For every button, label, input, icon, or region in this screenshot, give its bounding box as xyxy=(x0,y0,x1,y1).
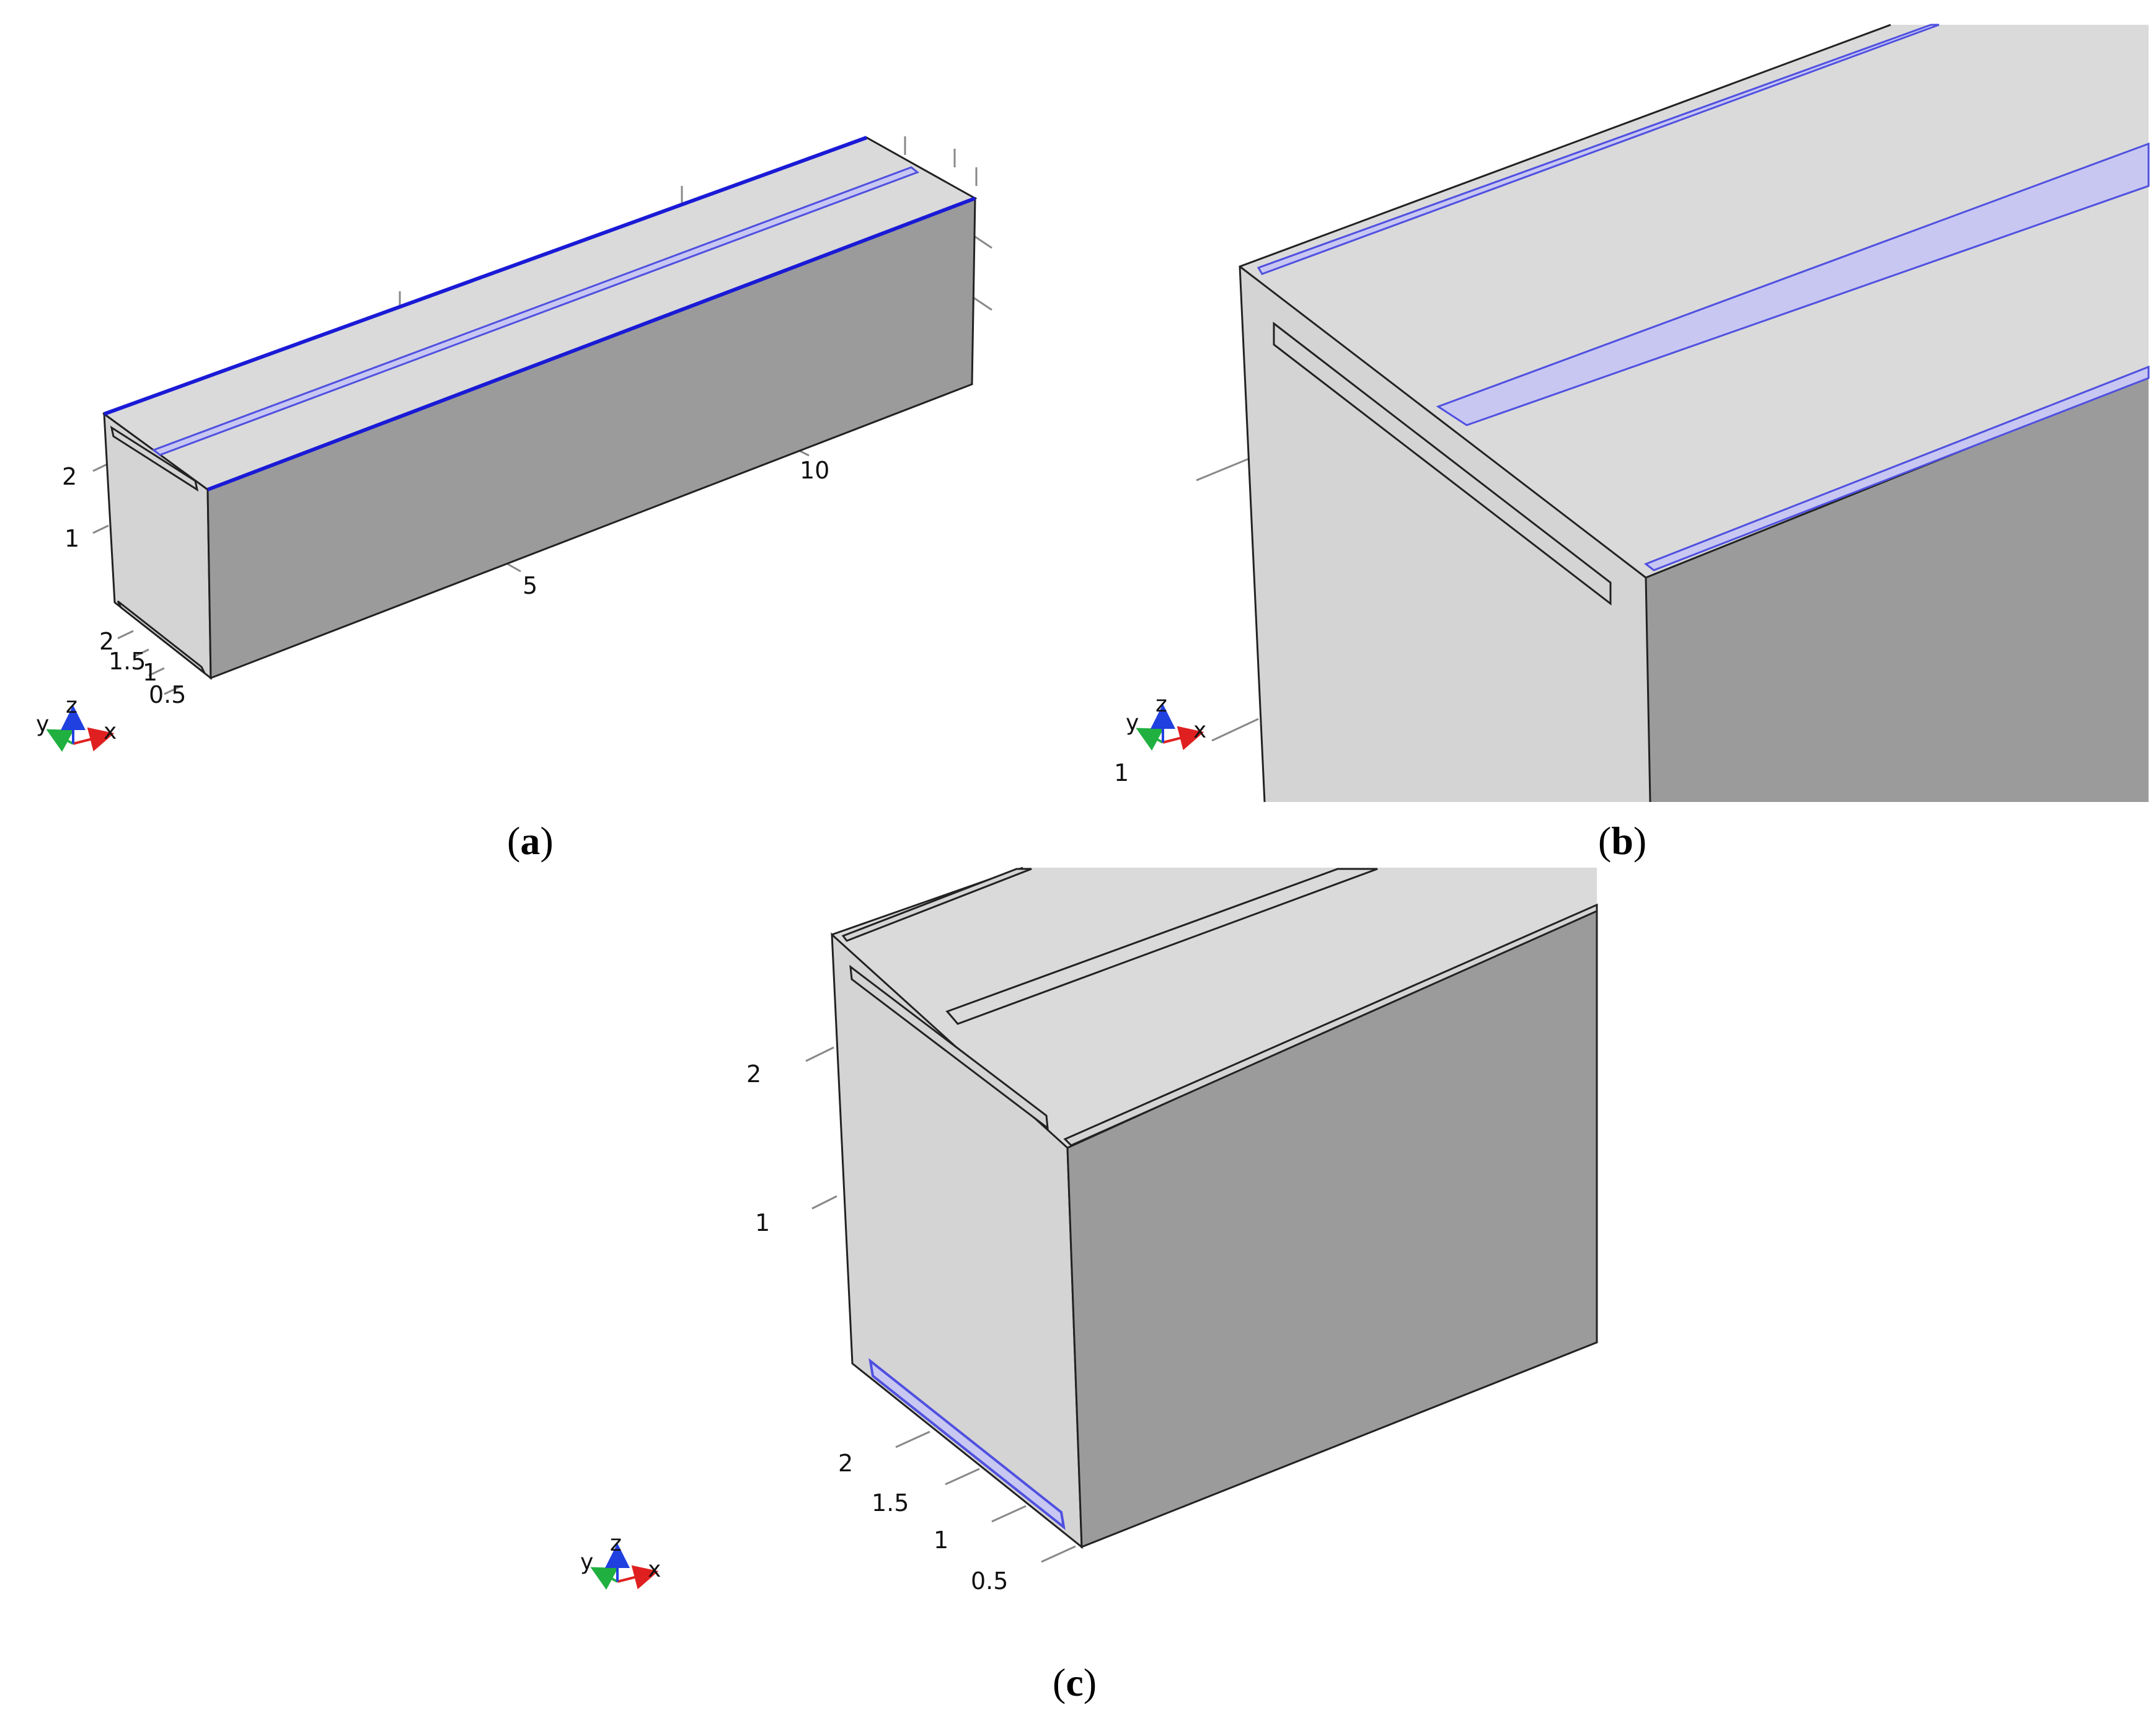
panel-c-tick-z-2: 2 xyxy=(746,1060,761,1088)
beam-b-highlight-strip-back xyxy=(1257,24,1940,275)
beam-c-front-slot-top xyxy=(849,964,1049,1130)
panel-b-caption: (b) xyxy=(1598,819,1646,863)
beam-b-front-slot xyxy=(1273,321,1612,606)
panel-a-tick-y-1: 1 xyxy=(143,659,157,686)
panel-c-axis-x-label: x xyxy=(648,1557,661,1582)
beam-b-front-top-edge xyxy=(1239,265,1646,579)
panel-a-ticks xyxy=(92,136,992,695)
panel-a-tick-y-0-5: 0.5 xyxy=(149,681,186,708)
panel-c-tick-y-1-5: 1.5 xyxy=(872,1489,909,1517)
panel-c-tick-z-1: 1 xyxy=(755,1209,770,1236)
panel-a-tick-z-1: 1 xyxy=(64,525,79,552)
panel-c-axis-z-label: z xyxy=(610,1531,622,1556)
beam-b-front-face xyxy=(1240,267,1650,802)
panel-b: 1 x y z (b) xyxy=(1114,24,2150,863)
beam-c-front-slot-bottom-highlight xyxy=(868,1358,1066,1530)
panel-a-tick-x-10: 10 xyxy=(800,457,829,484)
panel-a-axis-x-label: x xyxy=(104,719,117,744)
beam-c-top-slot-front xyxy=(1063,903,1598,1147)
beam-b-top-face xyxy=(1240,25,2149,578)
panel-a-tick-y-2: 2 xyxy=(99,628,114,655)
beam-b-highlight-strip-front xyxy=(1643,365,2150,571)
panel-c-axis-y-label: y xyxy=(580,1549,593,1575)
beam-a-highlight-strip xyxy=(151,166,920,456)
panel-b-ticks xyxy=(1196,457,1259,742)
beam-a-highlight-edge-top xyxy=(103,136,868,416)
panel-b-tick-z-1: 1 xyxy=(1114,759,1129,786)
panel-c: 2 1 2 1.5 1 0.5 x y z (c) xyxy=(580,866,1598,1704)
panel-a-tick-y-1-5: 1.5 xyxy=(108,648,146,675)
panel-a-axis-y-label: y xyxy=(36,711,49,737)
panel-a-tick-z-2: 2 xyxy=(62,463,77,490)
panel-a-caption: (a) xyxy=(507,819,554,863)
panel-c-axis-triad: x y z xyxy=(580,1531,661,1590)
panel-c-tick-y-0-5: 0.5 xyxy=(971,1567,1008,1595)
beam-b-side-face xyxy=(1646,376,2149,802)
panel-a-tick-x-5: 5 xyxy=(523,572,537,599)
beam-c-top-face xyxy=(832,868,1597,1148)
panel-b-axis-triad: x y z xyxy=(1126,692,1206,751)
panel-a-axis-z-label: z xyxy=(66,693,77,718)
panel-b-axis-x-label: x xyxy=(1193,718,1206,743)
panel-c-tick-y-2: 2 xyxy=(838,1450,853,1477)
beam-c-top-slot-back xyxy=(841,868,1032,942)
beam-a-front-slot-top xyxy=(110,425,199,492)
panel-c-ticks xyxy=(805,1046,1076,1563)
panel-b-axis-y-label: y xyxy=(1126,710,1139,736)
beam-a-front-slot-bottom xyxy=(117,600,206,674)
panel-b-axis-z-label: z xyxy=(1155,692,1167,717)
beam-b-highlight-strip-center xyxy=(1436,142,2150,426)
beam-b-vertical-edge xyxy=(1645,577,1651,803)
beam-a-highlight-edge-side xyxy=(206,196,976,491)
panel-a-axis-triad: x y z xyxy=(36,693,117,752)
panel-c-tick-y-1: 1 xyxy=(934,1526,948,1554)
beam-c-top-slot-center xyxy=(945,868,1378,1025)
panel-c-caption: (c) xyxy=(1053,1660,1097,1704)
panel-a: 2 1 5 10 2 1.5 1 0.5 x y z (a) xyxy=(36,136,992,863)
